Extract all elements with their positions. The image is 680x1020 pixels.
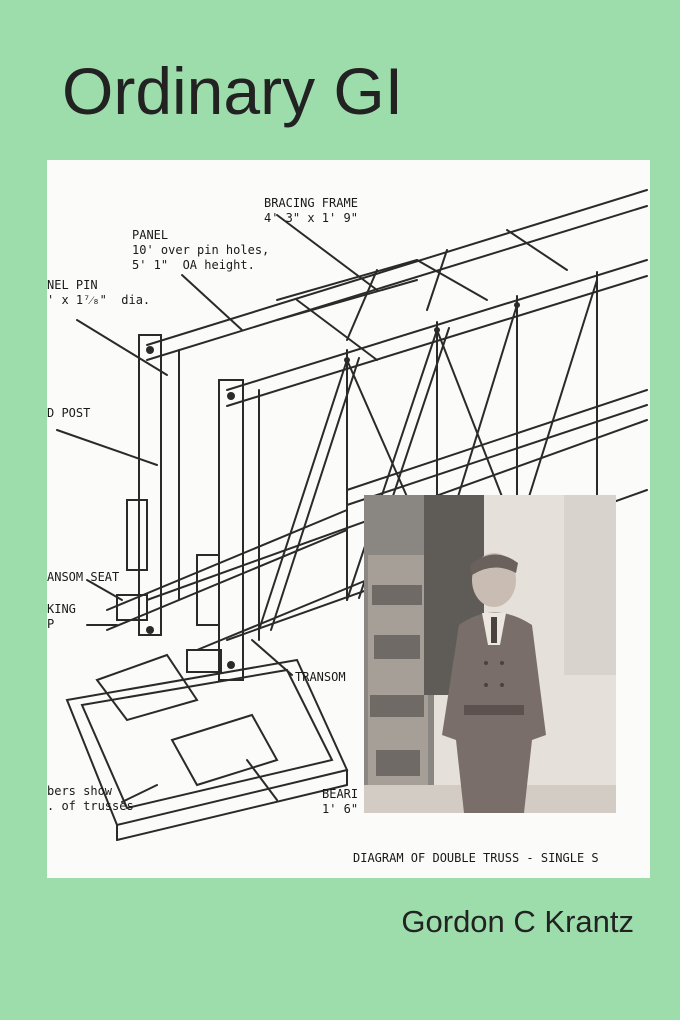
label-bracing-frame: BRACING FRAME 4' 3" x 1' 9" — [264, 196, 358, 225]
label-transom: TRANSOM — [295, 670, 346, 684]
diagram-caption: DIAGRAM OF DOUBLE TRUSS - SINGLE S — [353, 851, 599, 865]
book-author: Gordon C Krantz — [401, 904, 634, 939]
label-numbers-note: bers show . of trusses — [47, 784, 134, 813]
label-end-post: D POST — [47, 406, 91, 420]
truss-drawing — [56, 189, 648, 841]
label-racking-strap: KING P — [47, 602, 76, 631]
soldier-portrait — [364, 495, 616, 813]
book-title: Ordinary GI — [62, 54, 404, 128]
bridge-diagram: BRACING FRAME 4' 3" x 1' 9" PANEL 10' ov… — [47, 160, 650, 878]
soldier-photo — [364, 495, 616, 813]
label-transom-seat: ANSOM SEAT — [47, 570, 120, 584]
label-panel-pin: NEL PIN ' x 1⁷⁄₈" dia. — [47, 278, 151, 307]
label-panel: PANEL 10' over pin holes, 5' 1" OA heigh… — [132, 228, 270, 272]
